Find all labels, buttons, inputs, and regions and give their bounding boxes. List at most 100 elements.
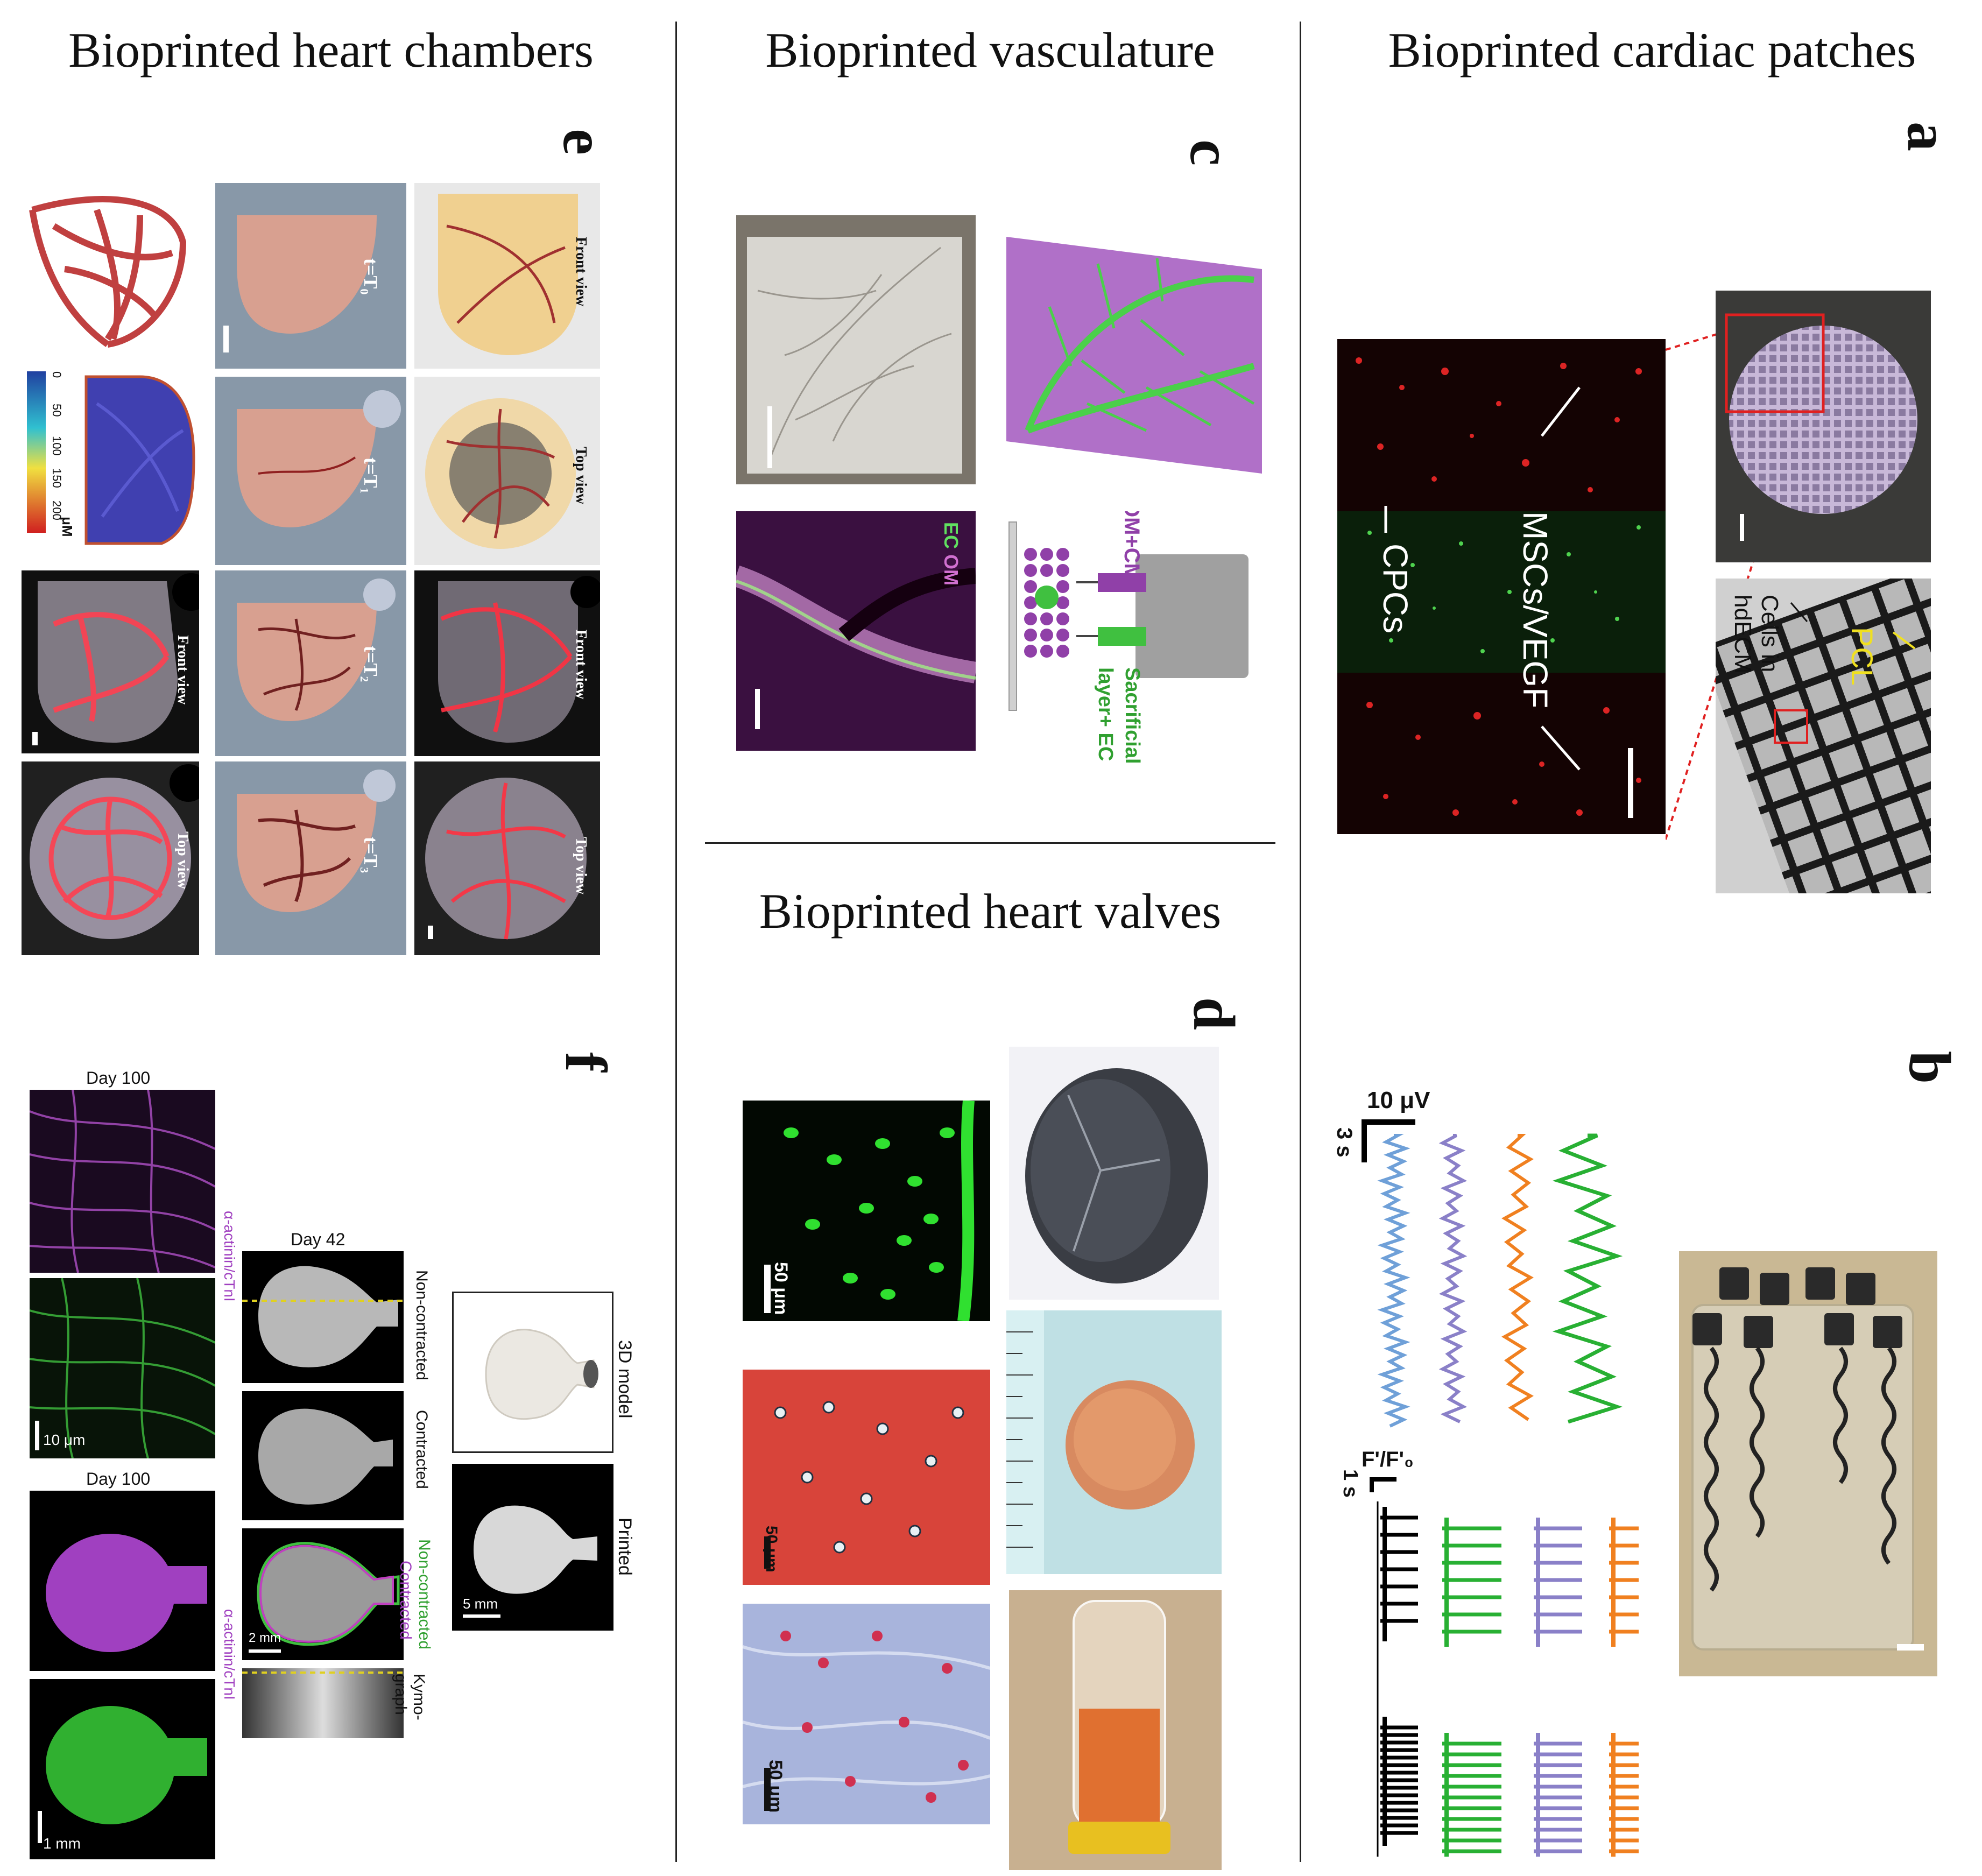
- divider-right: [1300, 22, 1301, 1862]
- title-valves: Bioprinted heart valves: [759, 884, 1222, 939]
- panel-f-noncontracted-label: Non-contracted: [413, 1270, 431, 1381]
- panel-a-scaffold-bottom: Cells in hdECM PCL: [1716, 579, 1931, 893]
- panel-f-printed-label: Printed: [615, 1518, 635, 1576]
- panel-f-day100-a: Day 100: [86, 1068, 151, 1088]
- panel-c-sacrificial-label: Sacrificial: [1121, 667, 1144, 764]
- panel-f-overlay-img: 2 mm: [242, 1528, 404, 1660]
- panel-a-cells-label: Cells in: [1757, 595, 1783, 673]
- panel-b-device-svg: [1691, 1267, 1924, 1651]
- panel-a-mscs-label: MSCs/VEGF: [1516, 511, 1555, 709]
- letter-d: d: [1181, 997, 1247, 1031]
- panel-d-red-histology: 50 μm: [743, 1370, 990, 1585]
- panel-b-scale-1s: 1 s: [1339, 1469, 1362, 1498]
- panel-a-fluorescence: CPCs MSCs/VEGF: [1337, 339, 1666, 834]
- panel-f-contracted-img: [242, 1391, 404, 1520]
- title-chambers: Bioprinted heart chambers: [68, 23, 594, 77]
- panel-f-3d-model: [452, 1292, 613, 1453]
- panel-d-valve-model: [1009, 1047, 1219, 1300]
- panel-c-schematic: [1006, 226, 1262, 474]
- panel-d-green-fluor: 50 μm: [743, 1101, 990, 1321]
- panel-f-printed-svg: [463, 1505, 597, 1618]
- panel-f-green-organoid: 1 mm: [30, 1679, 215, 1859]
- panel-a-scaffold-svg: [1725, 313, 1917, 541]
- panel-e-glow-top-2: Top view: [414, 761, 600, 955]
- panel-c-photo: [736, 215, 976, 484]
- panel-e-t0-label: t=T₀: [360, 258, 382, 295]
- panel-e-cbar-tick-1: 50: [50, 404, 64, 417]
- panel-e-heatmap-svg: [27, 371, 195, 545]
- panel-e-front-model-svg: [438, 194, 578, 355]
- panel-d-valve-svg: [1025, 1068, 1208, 1283]
- panel-d-green-svg: [764, 1101, 975, 1321]
- panel-d-ruler-photo: [1006, 1310, 1222, 1574]
- panel-b-traces-svg: [1362, 1119, 1639, 1857]
- panel-d-blue-histology: 50 μm: [743, 1604, 990, 1824]
- panel-b-trace-orange: [1501, 1134, 1534, 1421]
- title-patches: Bioprinted cardiac patches: [1388, 23, 1916, 77]
- letter-e: e: [551, 129, 617, 155]
- divider-middle: [705, 842, 1275, 844]
- panel-e-photo-t3: t=T₃: [215, 761, 406, 955]
- panel-e-front-view-model: Front view: [414, 183, 600, 369]
- panel-e-t0-svg: [223, 215, 377, 352]
- panel-e-t3-svg: [237, 770, 396, 912]
- panel-e-cbar-tick-2: 100: [50, 436, 64, 456]
- panel-b-trace-green: [1552, 1133, 1623, 1424]
- letter-c: c: [1177, 139, 1244, 166]
- panel-f-contracted-svg: [258, 1408, 393, 1505]
- letter-f: f: [553, 1052, 619, 1072]
- panel-d-vial-svg: [1009, 1590, 1222, 1870]
- panel-f-noncontracted-svg: [242, 1266, 404, 1367]
- letter-a: a: [1895, 122, 1961, 151]
- panel-f-purple-svg: [30, 1090, 215, 1273]
- panel-e-t3-label: t=T₃: [360, 837, 382, 873]
- panel-e-t2-label: t=T₂: [360, 646, 382, 682]
- panel-e-glow-top-svg: [30, 764, 199, 939]
- panel-f-noncontracted-green: Non-contracted: [415, 1539, 433, 1650]
- panel-f-purple-org-svg: [46, 1534, 207, 1652]
- panel-c-printing-diagram: OM+CM Sacrificial layer+ EC: [1001, 511, 1254, 791]
- panel-e-cbar-tick-3: 150: [50, 468, 64, 488]
- panel-f-green-org-svg: [38, 1706, 207, 1843]
- panel-e-glow-top: Top view: [22, 761, 199, 955]
- panel-f-printed: 5 mm: [452, 1464, 613, 1631]
- panel-c-fluor-svg: [736, 511, 976, 751]
- panel-e-glow-top2-svg: [425, 778, 587, 940]
- panel-e-cbar-tick-0: 0: [50, 371, 64, 378]
- panel-e-photo-t1: t=T₁: [215, 377, 406, 565]
- panel-d-blue-svg: [743, 1604, 990, 1824]
- panel-c-schematic-svg: [1006, 237, 1262, 474]
- panel-e-t1-svg: [237, 390, 401, 527]
- panel-c-layer-label: layer+ EC: [1094, 667, 1117, 761]
- panel-f-kymograph-label: Kymo-graph: [392, 1674, 428, 1720]
- panel-f-green-svg: [30, 1278, 215, 1458]
- panel-b-scale-3s: 3 s: [1332, 1127, 1356, 1158]
- panel-b-scale-ff: F'/F'₀: [1362, 1448, 1414, 1471]
- panel-f-kymo-svg: [242, 1668, 404, 1738]
- panel-e-photo-t2: t=T₂: [215, 570, 406, 756]
- panel-a-pcl-label: PCL: [1845, 627, 1879, 686]
- panel-f-scale-2mm: 2 mm: [249, 1631, 281, 1645]
- panel-a-grid-svg: [1716, 579, 1931, 893]
- panel-f-scale-5mm: 5 mm: [463, 1596, 498, 1612]
- divider-left: [675, 22, 677, 1862]
- panel-a-fluor-svg: [1337, 339, 1666, 834]
- panel-f-day42: Day 42: [291, 1230, 345, 1249]
- panel-d-scale-1: 50 μm: [771, 1262, 791, 1315]
- panel-a-hdecm-label: hdECM: [1730, 595, 1756, 674]
- panel-e-front-view-3: Front view: [573, 630, 589, 700]
- panel-f-green-micro: 10 μm: [30, 1278, 215, 1458]
- panel-f-actinin-1: α-actinin/cTnI: [221, 1211, 238, 1302]
- panel-e-heatmap: μM 0 50 100 150 200: [22, 371, 199, 554]
- panel-c-fluorescence: EC OM: [736, 511, 976, 751]
- panel-a-cpcs-label: CPCs: [1376, 544, 1415, 634]
- panel-e-top-view-model: Top view: [414, 377, 600, 565]
- panel-b-top-trace-group: [1377, 1133, 1623, 1428]
- panel-f-day100-b: Day 100: [86, 1469, 151, 1489]
- panel-f-scale-10um: 10 μm: [43, 1431, 86, 1448]
- panel-c-printing-svg: [1008, 521, 1249, 711]
- panel-e-glow-front2-svg: [438, 576, 600, 743]
- panel-b-trace-blue: [1377, 1134, 1410, 1428]
- panel-f-actinin-2: α-actinin/cTnI: [221, 1609, 238, 1700]
- panel-e-cbar-tick-4: 200: [50, 500, 64, 520]
